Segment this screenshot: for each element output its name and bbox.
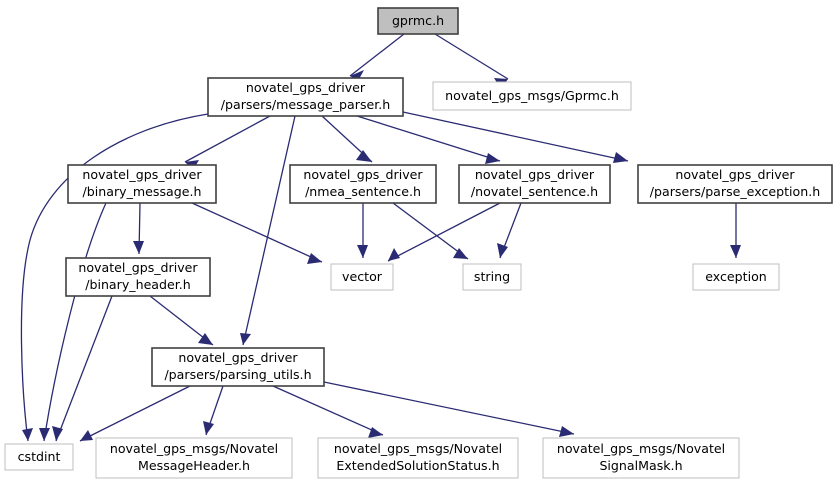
graph-edge — [356, 115, 501, 162]
arrowhead-icon — [730, 245, 741, 258]
graph-node-cstdint[interactable]: cstdint — [4, 443, 74, 471]
arrowhead-icon — [453, 248, 468, 259]
node-label-line1: novatel_gps_msgs/Gprmc.h — [445, 88, 619, 103]
graph-edge — [402, 111, 629, 162]
node-label-line1: string — [474, 269, 510, 284]
node-label-line1: novatel_gps_driver — [675, 167, 795, 182]
graph-edge — [349, 33, 405, 77]
arrowhead-icon — [613, 152, 628, 163]
graph-edge — [392, 202, 469, 260]
graph-edge — [43, 202, 107, 442]
node-box[interactable] — [317, 437, 519, 479]
node-label-line2: SignalMask.h — [599, 458, 682, 473]
node-label-line1: novatel_gps_driver — [178, 350, 298, 365]
graph-node-vector[interactable]: vector — [330, 263, 394, 291]
graph-edge — [55, 295, 113, 442]
graph-node-novatel_sentence[interactable]: novatel_gps_driver/novatel_sentence.h — [458, 164, 611, 204]
node-box[interactable] — [458, 164, 611, 204]
graph-node-string[interactable]: string — [462, 263, 522, 291]
arrowhead-icon — [307, 253, 322, 264]
graph-node-message_parser[interactable]: novatel_gps_driver/parsers/message_parse… — [207, 77, 404, 117]
node-label-line1: cstdint — [18, 449, 61, 464]
node-label-line1: novatel_gps_driver — [303, 167, 423, 182]
arrowhead-icon — [198, 333, 213, 345]
graph-node-nmea_sentence[interactable]: novatel_gps_driver/nmea_sentence.h — [289, 164, 437, 204]
node-box[interactable] — [542, 437, 740, 479]
graph-node-parsing_utils[interactable]: novatel_gps_driver/parsers/parsing_utils… — [151, 347, 325, 387]
arrowhead-icon — [357, 245, 368, 258]
node-box[interactable] — [432, 81, 632, 111]
node-label-line2: /binary_header.h — [85, 277, 191, 292]
node-box[interactable] — [151, 347, 325, 387]
graph-node-binary_header[interactable]: novatel_gps_driver/binary_header.h — [65, 257, 211, 297]
graph-node-gprmc_msg[interactable]: novatel_gps_msgs/Gprmc.h — [432, 81, 632, 111]
node-label-line2: /binary_message.h — [83, 184, 202, 199]
node-box[interactable] — [67, 164, 217, 204]
node-box[interactable] — [330, 263, 394, 291]
graph-edge — [79, 385, 191, 442]
node-box[interactable] — [4, 443, 74, 471]
node-label-line2: /parsers/message_parser.h — [221, 97, 391, 112]
node-label-line2: /parsers/parsing_utils.h — [164, 367, 311, 382]
node-box[interactable] — [692, 263, 780, 291]
node-label-line1: novatel_gps_driver — [78, 260, 198, 275]
node-layer: gprmc.h novatel_gps_driver/parsers/messag… — [4, 7, 833, 479]
node-box[interactable] — [95, 437, 293, 479]
node-label-line2: ExtendedSolutionStatus.h — [336, 458, 499, 473]
node-label-line1: novatel_gps_msgs/Novatel — [110, 441, 278, 456]
arrowhead-icon — [350, 70, 364, 81]
arrowhead-icon — [485, 153, 500, 164]
graph-edge — [20, 113, 209, 442]
arrowhead-icon — [39, 428, 50, 441]
arrowhead-icon — [80, 430, 93, 441]
node-box[interactable] — [377, 7, 459, 35]
graph-node-exception[interactable]: exception — [692, 263, 780, 291]
arrowhead-icon — [497, 243, 508, 258]
node-box[interactable] — [462, 263, 522, 291]
node-box[interactable] — [65, 257, 211, 297]
node-label-line2: MessageHeader.h — [138, 458, 250, 473]
node-box[interactable] — [207, 77, 404, 117]
node-label-line1: novatel_gps_msgs/Novatel — [557, 441, 725, 456]
graph-edge — [184, 115, 271, 163]
node-label-line2: /novatel_sentence.h — [471, 184, 598, 199]
node-label-line1: novatel_gps_driver — [475, 167, 595, 182]
node-label-line2: /parsers/parse_exception.h — [650, 184, 820, 199]
arrowhead-icon — [203, 421, 214, 435]
arrowhead-icon — [559, 426, 574, 437]
graph-node-parse_exception[interactable]: novatel_gps_driver/parsers/parse_excepti… — [637, 164, 833, 204]
node-box[interactable] — [289, 164, 437, 204]
graph-edge — [323, 381, 575, 435]
arrowhead-icon — [240, 333, 251, 345]
node-label-line1: vector — [342, 269, 383, 284]
arrowhead-icon — [388, 248, 400, 261]
node-label-line1: novatel_gps_driver — [82, 167, 202, 182]
arrowhead-icon — [52, 426, 63, 441]
arrowhead-icon — [133, 241, 144, 254]
graph-node-ext_status[interactable]: novatel_gps_msgs/NovatelExtendedSolution… — [317, 437, 519, 479]
arrowhead-icon — [368, 427, 383, 438]
graph-node-binary_message[interactable]: novatel_gps_driver/binary_message.h — [67, 164, 217, 204]
node-label-line1: novatel_gps_driver — [246, 80, 366, 95]
arrowhead-icon — [22, 428, 33, 441]
node-label-line2: /nmea_sentence.h — [305, 184, 421, 199]
node-label-line1: exception — [705, 269, 767, 284]
graph-edge — [191, 202, 323, 263]
graph-edge — [387, 202, 501, 262]
node-label-line1: novatel_gps_msgs/Novatel — [334, 441, 502, 456]
arrowhead-icon — [356, 150, 372, 162]
graph-edge — [434, 33, 509, 80]
graph-node-gprmc[interactable]: gprmc.h — [377, 7, 459, 35]
node-label-line1: gprmc.h — [392, 13, 444, 28]
graph-edge — [272, 385, 384, 436]
edge-layer — [20, 33, 741, 442]
node-box[interactable] — [637, 164, 833, 204]
graph-edge — [242, 115, 296, 346]
